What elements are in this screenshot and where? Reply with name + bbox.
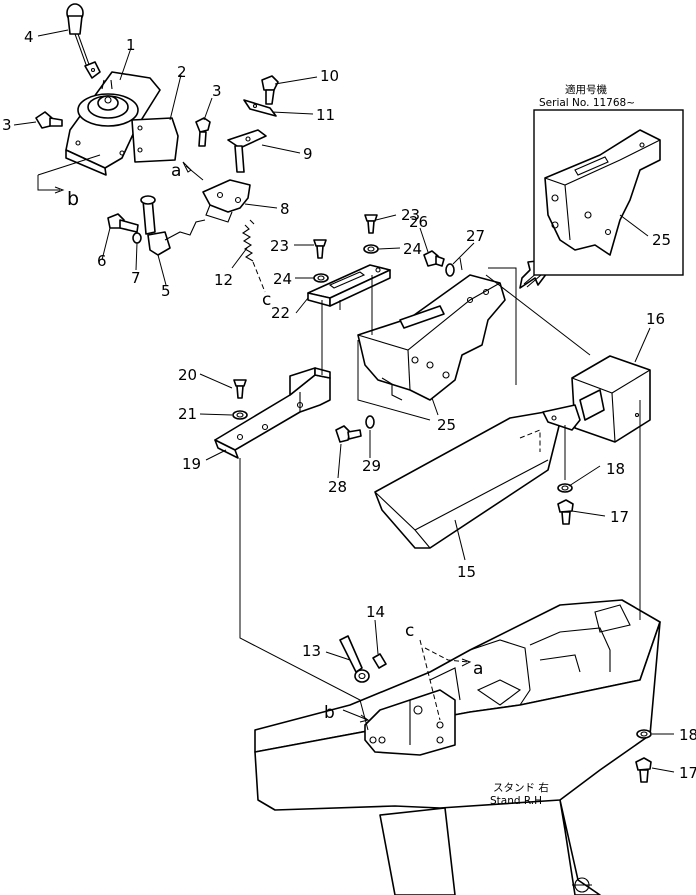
callout-16: 16 — [646, 310, 665, 328]
ref-c-top: c — [262, 290, 271, 310]
callout-13: 13 — [302, 642, 321, 660]
plate-22 — [307, 264, 391, 307]
bracket-25-center — [357, 274, 506, 401]
stand-rh — [254, 599, 661, 895]
callout-17-lower: 17 — [679, 764, 696, 782]
stand-japanese: スタンド 右 — [493, 781, 549, 794]
callout-20: 20 — [178, 366, 197, 384]
ref-a-top: a — [171, 161, 181, 181]
linkage — [107, 75, 279, 262]
callout-5: 5 — [161, 282, 171, 300]
stand-english: Stand R.H — [490, 795, 542, 807]
callout-9: 9 — [303, 145, 313, 163]
callout-12: 12 — [214, 271, 233, 289]
bolt-3-left — [35, 111, 63, 129]
reference-letters: a b c c a b — [67, 161, 483, 723]
ref-a-bottom: a — [473, 659, 483, 679]
callout-7: 7 — [131, 269, 141, 287]
serial-number: Serial No. 11768~ — [539, 97, 635, 109]
callout-3-left: 3 — [2, 116, 12, 134]
callout-3-right: 3 — [212, 82, 222, 100]
callout-19: 19 — [182, 455, 201, 473]
callout-11: 11 — [316, 106, 335, 124]
ref-b-bottom: b — [324, 703, 335, 723]
callout-18-lower: 18 — [679, 726, 696, 744]
callout-6: 6 — [97, 252, 107, 270]
stand-label: スタンド 右 Stand R.H — [490, 781, 549, 807]
callout-1: 1 — [126, 36, 136, 54]
callout-10: 10 — [320, 67, 339, 85]
ref-c-bottom: c — [405, 621, 414, 641]
lever-assembly — [65, 3, 179, 176]
callout-22: 22 — [271, 304, 290, 322]
callout-2: 2 — [177, 63, 187, 81]
callout-21: 21 — [178, 405, 197, 423]
hardware — [232, 214, 652, 783]
serial-japanese: 適用号機 — [565, 83, 607, 96]
callout-14: 14 — [366, 603, 385, 621]
armrest-15 — [374, 411, 561, 549]
callout-29: 29 — [362, 457, 381, 475]
serial-inset — [533, 109, 684, 276]
callout-25-center: 25 — [437, 416, 456, 434]
callout-8: 8 — [280, 200, 290, 218]
callout-18-upper: 18 — [606, 460, 625, 478]
callout-24-top: 24 — [403, 240, 422, 258]
callout-23-top: 23 — [401, 206, 420, 224]
callout-23-left: 23 — [270, 237, 289, 255]
callout-28: 28 — [328, 478, 347, 496]
callout-4: 4 — [24, 28, 34, 46]
box-16 — [542, 355, 651, 443]
callout-15: 15 — [457, 563, 476, 581]
callout-27: 27 — [466, 227, 485, 245]
serial-box-text: 適用号機 Serial No. 11768~ — [539, 83, 635, 109]
bracket-19 — [214, 367, 331, 459]
leader-lines — [13, 29, 675, 773]
callout-25-inset: 25 — [652, 231, 671, 249]
ref-b-top: b — [67, 188, 79, 210]
callout-24-left: 24 — [273, 270, 292, 288]
callout-26: 26 — [409, 213, 428, 231]
connection-lines — [37, 154, 641, 731]
callout-17-upper: 17 — [610, 508, 629, 526]
callout-labels: 4 1 2 3 10 3 11 9 8 6 7 5 12 23 23 24 24… — [2, 28, 696, 782]
